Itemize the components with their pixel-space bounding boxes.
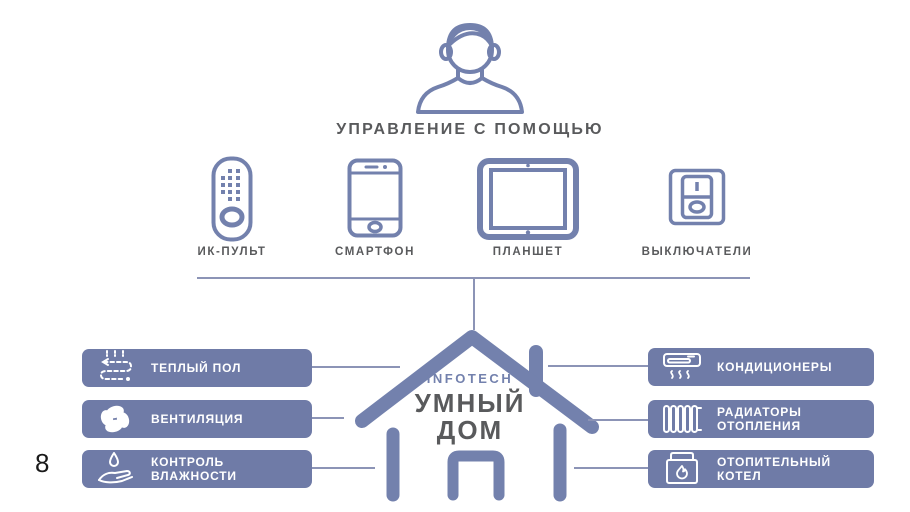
left-connector-2 [312, 417, 344, 419]
left-connector-3 [312, 467, 375, 469]
system-label: ОТОПИТЕЛЬНЫЙ КОТЕЛ [717, 454, 831, 483]
system-box-heated-floor: ТЕПЛЫЙ ПОЛ [82, 349, 312, 387]
right-connector-3 [574, 467, 648, 469]
switch-icon [668, 168, 726, 226]
house-title-line1: УМНЫЙ [414, 388, 526, 418]
air-conditioner-icon [660, 347, 704, 387]
house-icon [355, 330, 599, 502]
smartphone-icon [347, 158, 403, 238]
system-box-air-conditioners: КОНДИЦИОНЕРЫ [648, 348, 874, 386]
control-with-title: УПРАВЛЕНИЕ С ПОМОЩЬЮ [336, 121, 604, 138]
tablet-icon [477, 158, 579, 240]
device-label-ir-remote: ИК-ПУЛЬТ [197, 246, 267, 258]
radiator-icon [660, 399, 704, 439]
system-label: КОНДИЦИОНЕРЫ [717, 359, 833, 374]
heated-floor-icon [94, 348, 138, 388]
device-label-switches: ВЫКЛЮЧАТЕЛИ [641, 246, 753, 258]
left-connector-1 [312, 366, 400, 368]
right-connector-1 [548, 365, 648, 367]
device-label-tablet: ПЛАНШЕТ [492, 246, 564, 258]
ventilation-fan-icon [94, 399, 138, 439]
system-label: РАДИАТОРЫ ОТОПЛЕНИЯ [717, 404, 802, 433]
system-box-ventilation: ВЕНТИЛЯЦИЯ [82, 400, 312, 438]
system-label: ТЕПЛЫЙ ПОЛ [151, 360, 242, 375]
right-connector-2 [588, 419, 648, 421]
house-title-line2: ДОМ [436, 415, 504, 446]
system-label: КОНТРОЛЬ ВЛАЖНОСТИ [151, 454, 237, 483]
house-connector-line [473, 277, 475, 330]
house-brand-label: INFOTECH [426, 371, 514, 386]
device-label-smartphone: СМАРТФОН [334, 246, 415, 258]
system-box-radiators: РАДИАТОРЫ ОТОПЛЕНИЯ [648, 400, 874, 438]
boiler-icon [660, 449, 704, 489]
system-label: ВЕНТИЛЯЦИЯ [151, 411, 244, 426]
page-number: 8 [35, 448, 50, 478]
system-box-boiler: ОТОПИТЕЛЬНЫЙ КОТЕЛ [648, 450, 874, 488]
remote-icon [211, 156, 253, 242]
house-title: УМНЫЙ ДОМ [370, 388, 570, 446]
humidity-control-icon [94, 449, 138, 489]
person-icon [416, 23, 524, 114]
system-box-humidity-control: КОНТРОЛЬ ВЛАЖНОСТИ [82, 450, 312, 488]
